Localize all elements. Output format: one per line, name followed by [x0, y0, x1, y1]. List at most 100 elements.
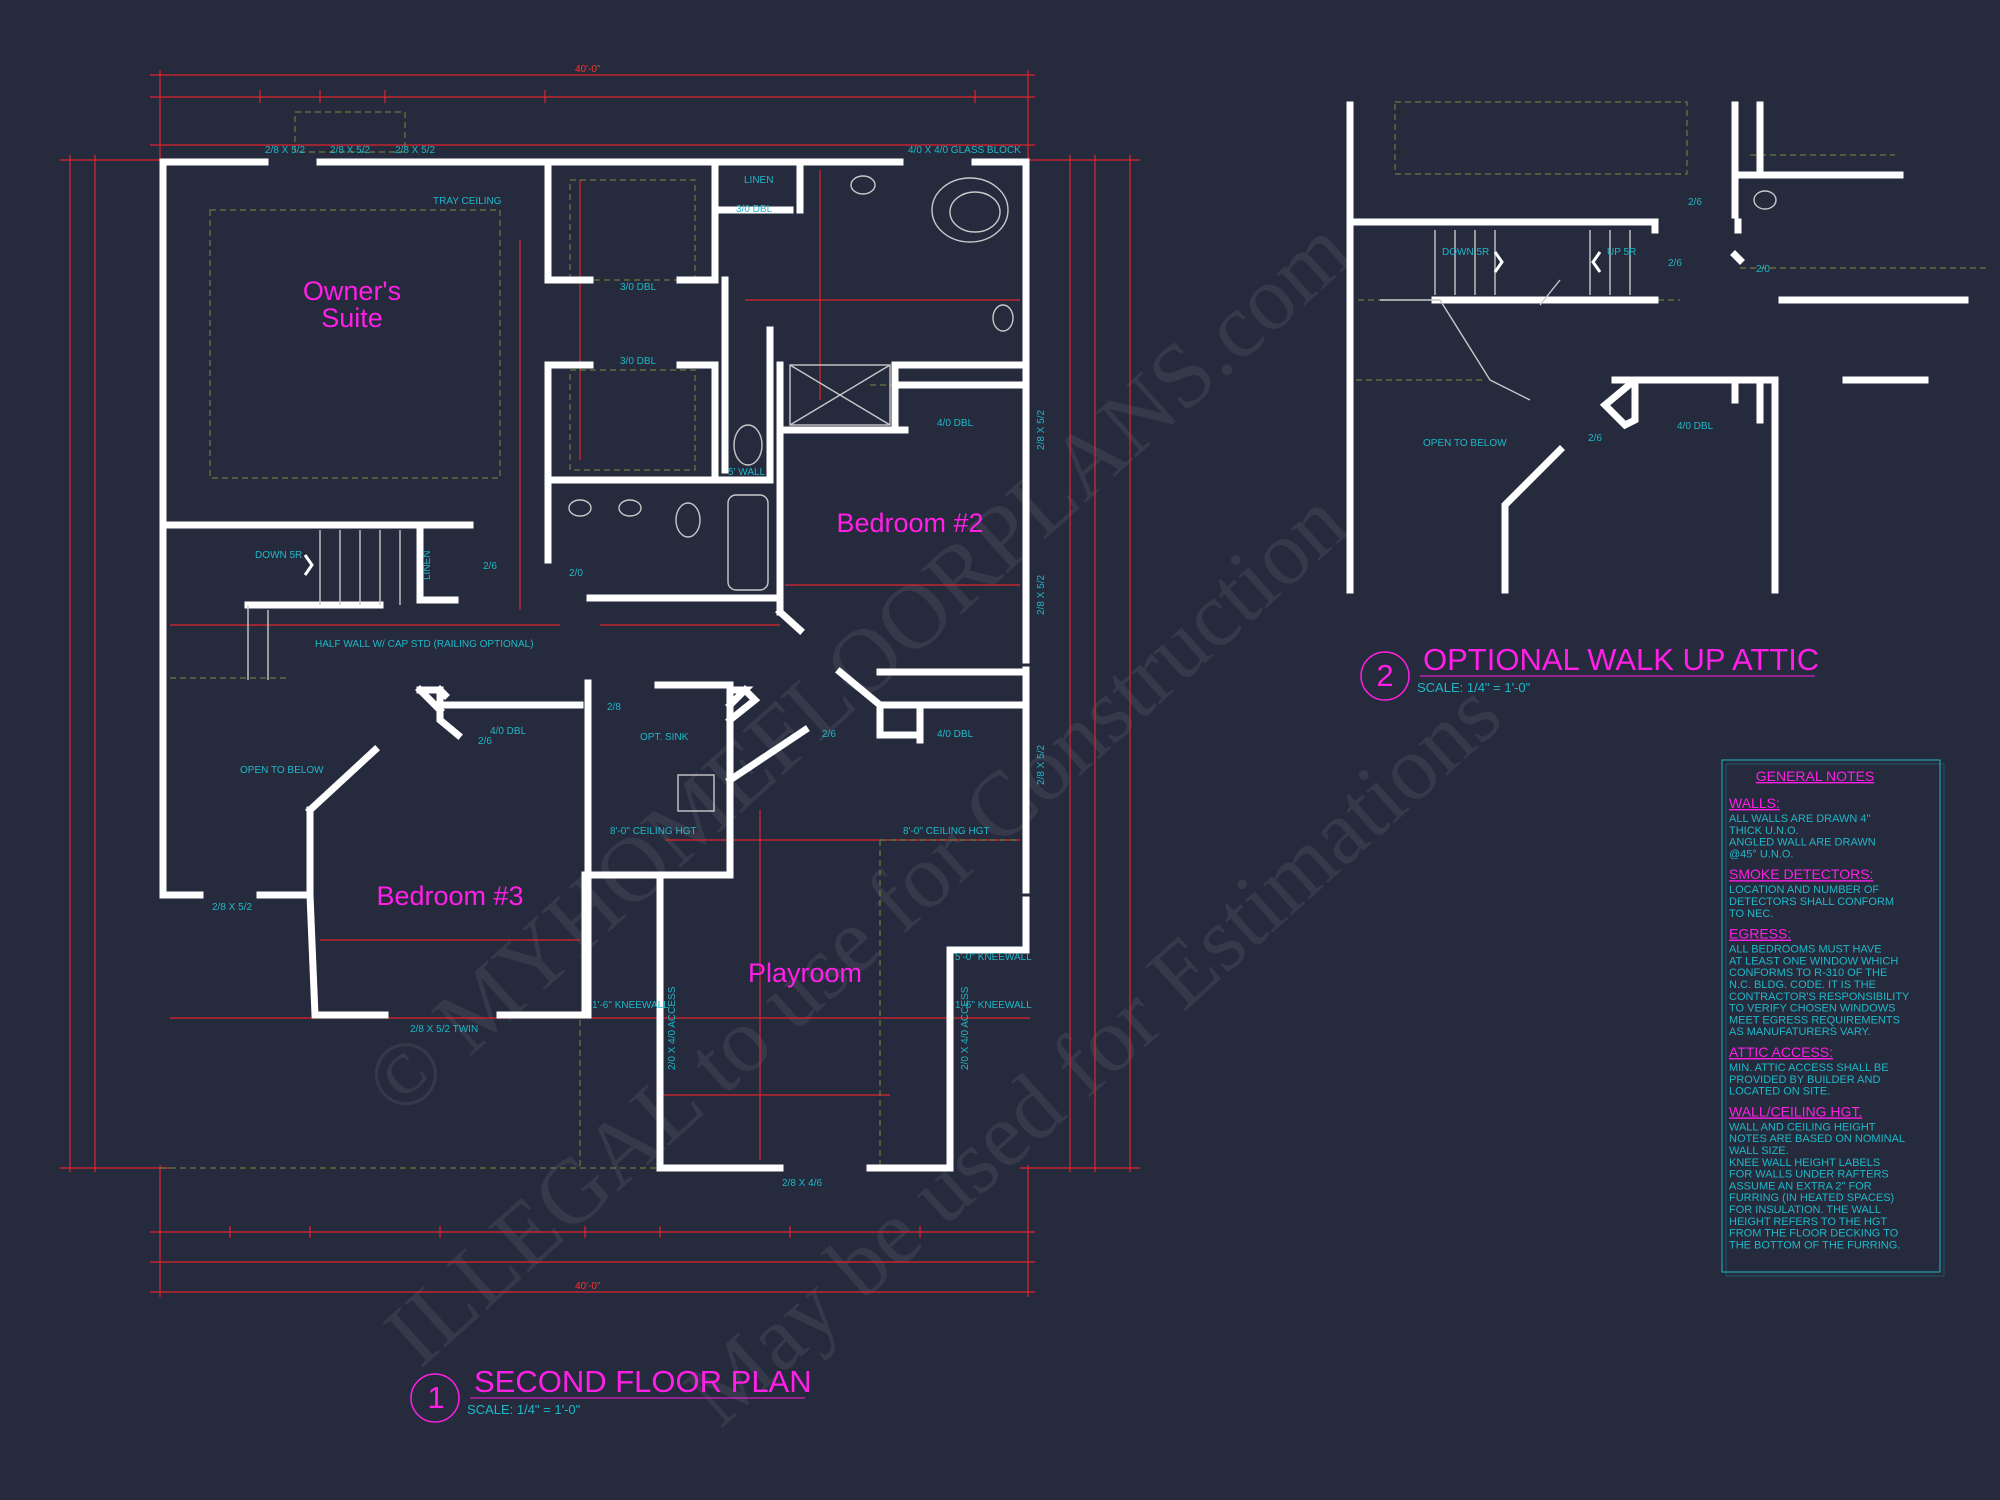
attic-walls [1346, 101, 1969, 594]
attic-access-2: 2/0 X 4/0 ACCESS [960, 986, 971, 1070]
overall-dimension-bottom: 40'-0" [575, 1281, 601, 1292]
hall-bathtub [727, 494, 769, 591]
opt-sink-label: OPT. SINK [640, 732, 689, 743]
attic-down-arrow [1493, 251, 1504, 273]
master-toilet [733, 424, 763, 466]
closet-label-bed2: 4/0 DBL [937, 418, 974, 429]
notes-line: MIN. ATTIC ACCESS SHALL BE [1729, 1062, 1889, 1074]
notes-line: LOCATED ON SITE. [1729, 1086, 1830, 1098]
room-playroom: Playroom [748, 958, 862, 988]
drawing-1-title: SECOND FLOOR PLAN [474, 1364, 812, 1399]
down-stairs-label: DOWN 5R [255, 550, 302, 561]
second-floor-walls [159, 158, 1030, 1172]
door-label-b: 2/6 [483, 561, 497, 572]
notes-line: CONFORMS TO R-310 OF THE [1729, 967, 1887, 979]
opt-sink [677, 774, 715, 812]
half-wall-label: HALF WALL W/ CAP STD (RAILING OPTIONAL) [315, 639, 534, 650]
room-labels: Owner's Suite Bedroom #2 Bedroom #3 Play… [303, 276, 984, 988]
drawing-2-title: OPTIONAL WALK UP ATTIC [1423, 642, 1819, 677]
attic-upper-outline [1394, 101, 1688, 175]
notes-line: FOR INSULATION. THE WALL [1729, 1204, 1881, 1216]
notes-line: ASSUME AN EXTRA 2" FOR [1729, 1180, 1872, 1192]
notes-section-title: WALL/CEILING HGT. [1729, 1103, 1862, 1119]
notes-line: FROM THE FLOOR DECKING TO [1729, 1228, 1899, 1240]
notes-line: FOR WALLS UNDER RAFTERS [1729, 1169, 1889, 1181]
closet-label-b: 3/0 DBL [620, 282, 657, 293]
attic-up-arrow [1591, 251, 1602, 273]
notes-section-title: WALLS: [1729, 795, 1780, 811]
notes-line: @45° U.N.O. [1729, 848, 1793, 860]
door-label-c: 2/6 [822, 729, 836, 740]
room-owners-suite-line2: Suite [321, 303, 383, 333]
attic-closet-label: 4/0 DBL [1677, 421, 1714, 432]
notes-section-title: ATTIC ACCESS: [1729, 1044, 1833, 1060]
drawing-2-title-block: 2 OPTIONAL WALK UP ATTIC SCALE: 1/4" = 1… [1360, 642, 1819, 701]
closet-label-a: 3/0 DBL [736, 204, 773, 215]
notes-line: WALL SIZE. [1729, 1145, 1789, 1157]
attic-access-1: 2/0 X 4/0 ACCESS [667, 986, 678, 1070]
notes-line: TO NEC. [1729, 908, 1773, 920]
notes-line: THE BOTTOM OF THE FURRING. [1729, 1239, 1900, 1251]
notes-line: AT LEAST ONE WINDOW WHICH [1729, 955, 1898, 967]
attic-thin-lines [1356, 101, 1990, 381]
fixtures [247, 175, 1014, 812]
attic-sink [1753, 190, 1777, 210]
room-bedroom-3: Bedroom #3 [376, 881, 523, 911]
window-bed3-left: 2/8 X 5/2 [212, 902, 252, 913]
kneewall-label-2: 1'-6" KNEEWALL [955, 1000, 1032, 1011]
window-top-1: 2/8 X 5/2 [265, 145, 305, 156]
notes-line: LOCATION AND NUMBER OF [1729, 884, 1879, 896]
attic-labels: DOWN 5R UP 5R OPEN TO BELOW 4/0 DBL 2/6 … [1423, 197, 1770, 449]
stair-arrow [303, 554, 314, 576]
glass-block-label: 4/0 X 4/0 GLASS BLOCK [908, 145, 1021, 156]
attic-fixtures [1380, 190, 1777, 401]
window-bed2-right-2: 2/8 X 5/2 [1036, 575, 1047, 615]
notes-line: AS MANUFATURERS VARY. [1729, 1026, 1871, 1038]
notes-line: CONTRACTOR'S RESPONSIBILITY [1729, 991, 1910, 1003]
window-top-3: 2/8 X 5/2 [395, 145, 435, 156]
attic-up-label: UP 5R [1607, 247, 1636, 258]
notes-line: WALL AND CEILING HEIGHT [1729, 1121, 1876, 1133]
hall-toilet [675, 502, 701, 538]
notes-line: MEET EGRESS REQUIREMENTS [1729, 1014, 1900, 1026]
general-notes-border-shadow [1725, 763, 1945, 1277]
drawing-1-title-block: 1 SECOND FLOOR PLAN SCALE: 1/4" = 1'-0" [410, 1364, 812, 1423]
hall-sink-2 [618, 499, 642, 517]
general-notes-panel: GENERAL NOTES WALLS: ALL WALLS ARE DRAWN … [1721, 759, 1945, 1277]
notes-line: ALL WALLS ARE DRAWN 4" [1729, 813, 1871, 825]
notes-line: KNEE WALL HEIGHT LABELS [1729, 1157, 1880, 1169]
notes-section-title: EGRESS: [1729, 926, 1791, 942]
notes-line: ALL BEDROOMS MUST HAVE [1729, 944, 1882, 956]
window-top-2: 2/8 X 5/2 [330, 145, 370, 156]
closet-label-c: 3/0 DBL [620, 356, 657, 367]
bay-bump-out [294, 111, 406, 153]
drawing-2-scale: SCALE: 1/4" = 1'-0" [1417, 680, 1531, 695]
master-sink-1 [850, 175, 876, 195]
notes-line: TO VERIFY CHOSEN WINDOWS [1729, 1003, 1895, 1015]
tray-ceiling-outline [209, 209, 501, 479]
dimension-lines [60, 70, 1140, 1297]
notes-line: ANGLED WALL ARE DRAWN [1729, 837, 1876, 849]
hall-sink-1 [568, 499, 592, 517]
ceiling-height-2: 8'-0" CEILING HGT [903, 826, 990, 837]
window-bed3-bottom: 2/8 X 5/2 TWIN [410, 1024, 478, 1035]
shower-wall-label: 5' WALL [728, 467, 766, 478]
general-notes-heading: GENERAL NOTES [1756, 768, 1875, 784]
master-shower [789, 364, 891, 426]
drawing-1-number-circle [410, 1373, 460, 1423]
attic-door-c: 2/0 [1756, 264, 1770, 275]
closet-shelf-a [569, 179, 696, 281]
tub-basin [949, 191, 1001, 233]
door-label-d: 2/0 [569, 568, 583, 579]
closet-label-bed3: 4/0 DBL [490, 726, 527, 737]
attic-door-b: 2/6 [1668, 258, 1682, 269]
room-owners-suite-line1: Owner's [303, 276, 401, 306]
window-play-bottom: 2/8 X 4/6 [782, 1178, 822, 1189]
general-notes-border [1721, 759, 1941, 1273]
drawing-1-number: 1 [427, 1380, 444, 1415]
drawing-2-number: 2 [1376, 658, 1393, 693]
linen-side-label: LINEN [422, 551, 433, 580]
notes-line: N.C. BLDG. CODE. IT IS THE [1729, 979, 1876, 991]
attic-door-a: 2/6 [1688, 197, 1702, 208]
window-bed2-right-1: 2/8 X 5/2 [1036, 410, 1047, 450]
